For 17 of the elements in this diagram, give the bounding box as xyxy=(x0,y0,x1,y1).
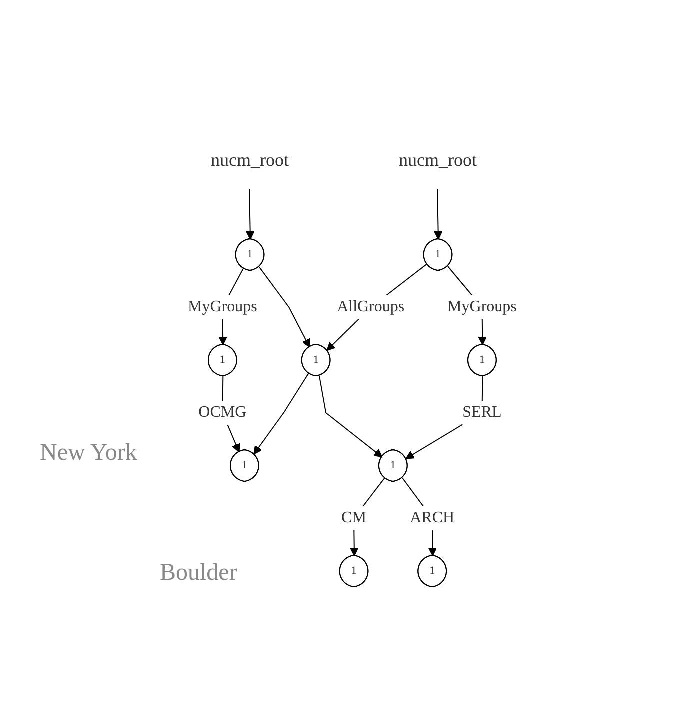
edge-label: ARCH xyxy=(410,509,454,526)
edge-label: MyGroups xyxy=(447,298,516,316)
edge-label: CM xyxy=(341,509,366,526)
arrow xyxy=(433,188,442,240)
node-text: nucm_root xyxy=(398,150,477,170)
node-text: nucm_root xyxy=(210,150,289,170)
arrow xyxy=(326,264,428,352)
edge-label: AllGroups xyxy=(336,298,404,316)
edge-label: MyGroups xyxy=(188,298,257,316)
arrow xyxy=(318,375,382,458)
arrow xyxy=(258,266,310,348)
arrow xyxy=(246,188,254,240)
region-label: New York xyxy=(40,440,138,467)
edge-label: SERL xyxy=(462,404,502,421)
edge-label: OCMG xyxy=(198,404,246,421)
region-label: Boulder xyxy=(160,560,238,587)
arrow xyxy=(253,372,309,455)
